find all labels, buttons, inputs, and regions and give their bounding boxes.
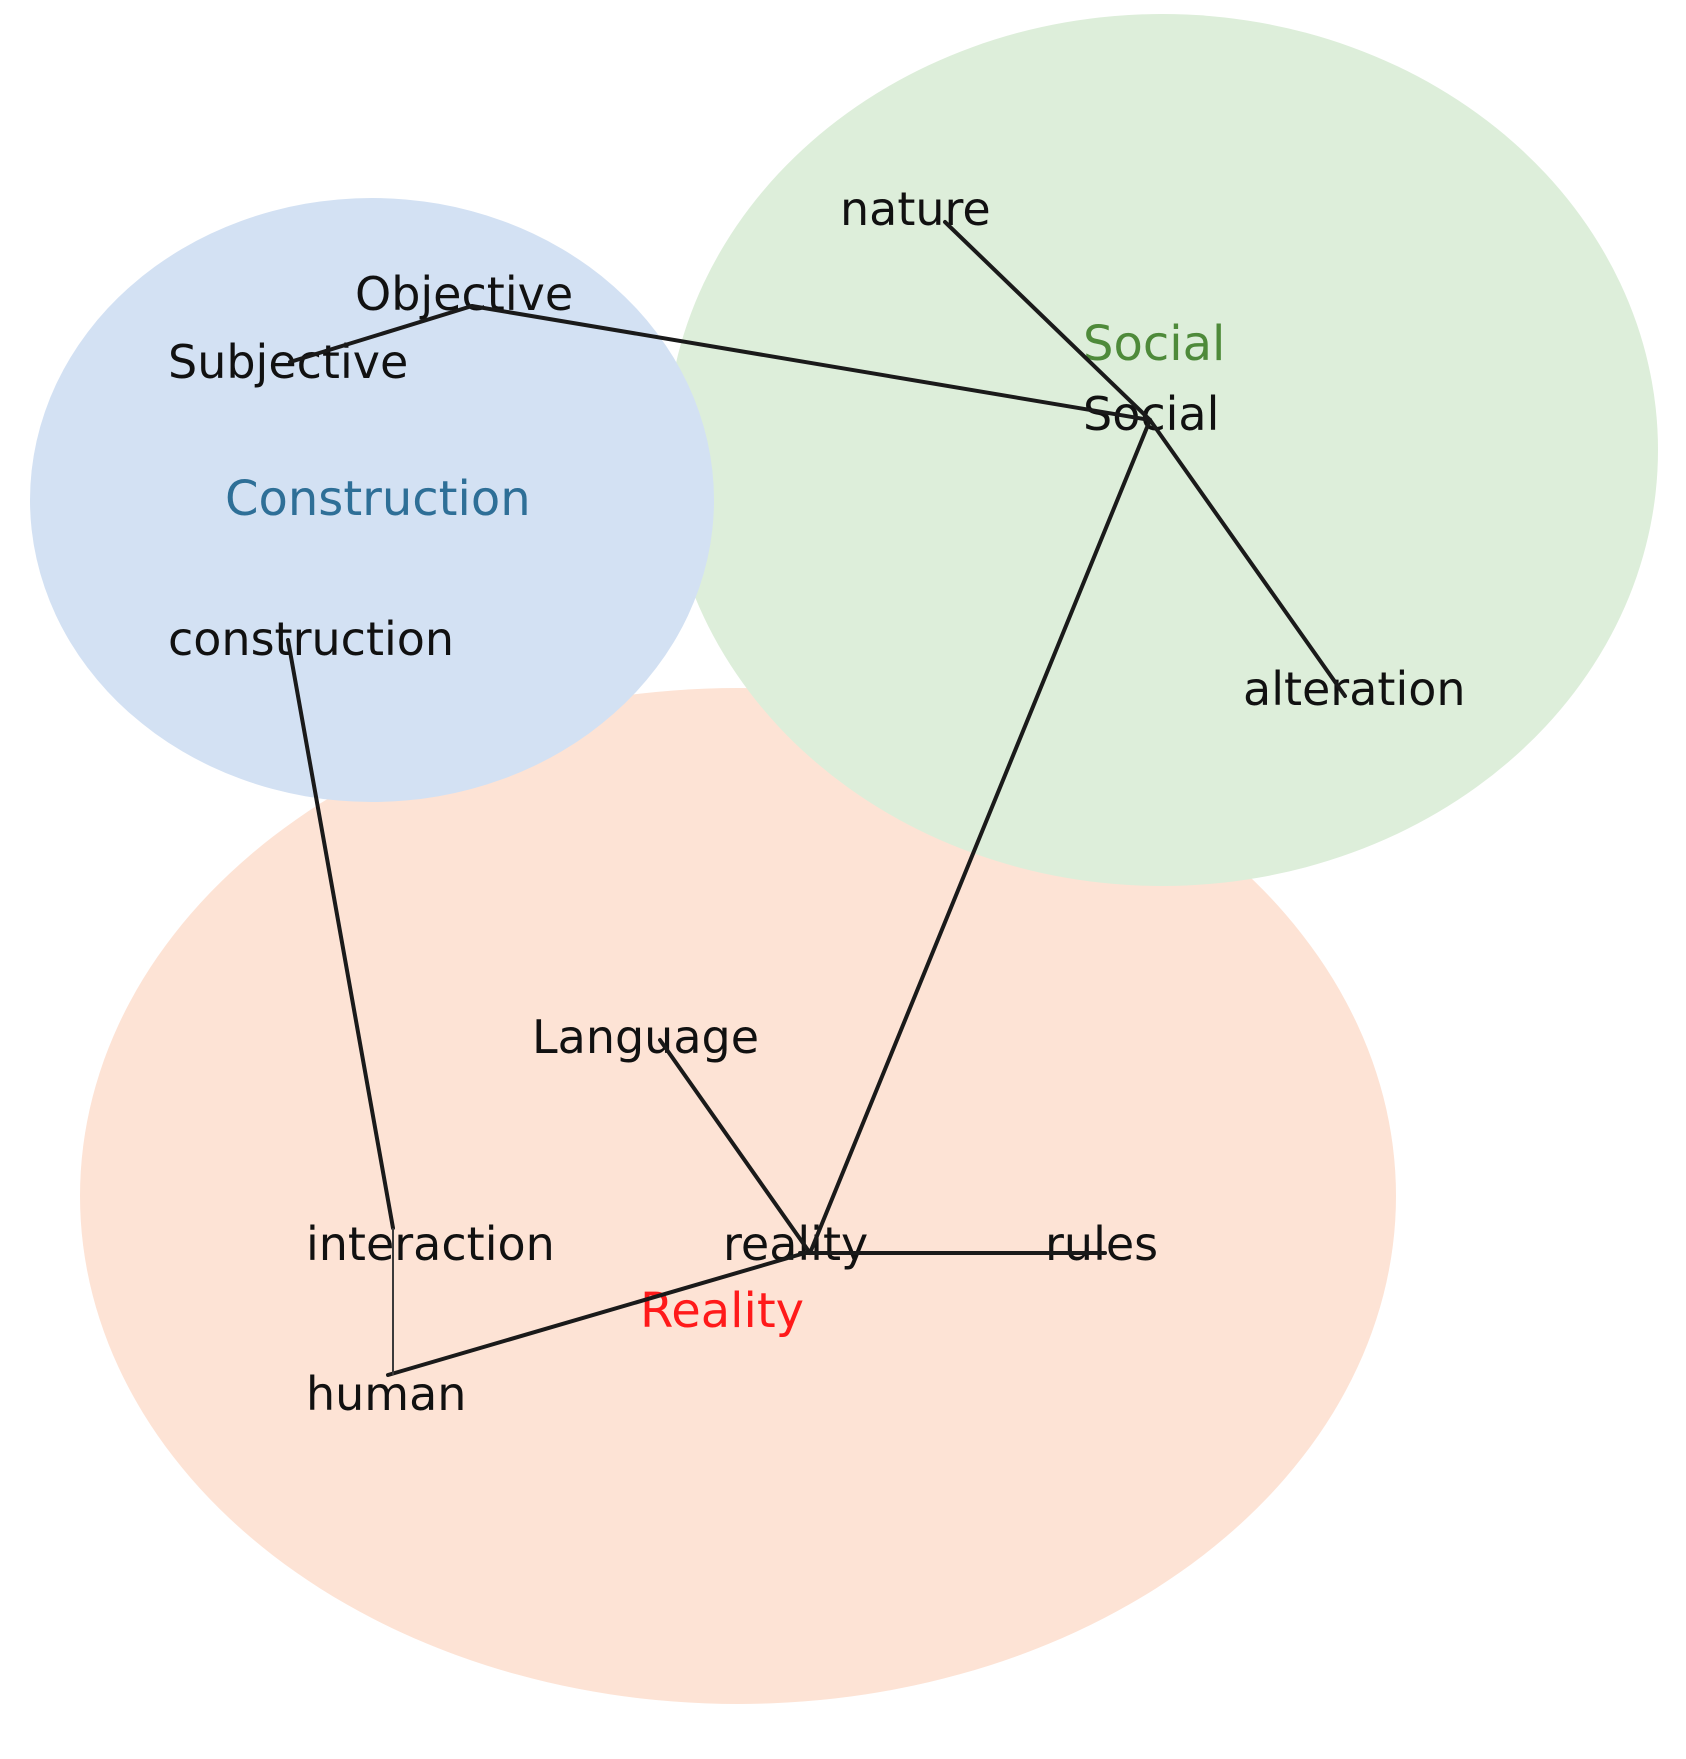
edge-social-alteration <box>1148 418 1347 698</box>
edge-language-reality <box>658 1038 812 1255</box>
edge-subjective-objective <box>288 304 474 364</box>
edge-reality-human <box>386 1251 807 1377</box>
edge-objective-social <box>470 304 1152 422</box>
word-objective: Objective <box>355 267 573 321</box>
edge-social-reality <box>808 418 1152 1255</box>
construction-circle <box>30 198 714 802</box>
edge-construction-interaction <box>286 638 395 1230</box>
reality-circle <box>80 688 1396 1704</box>
reality-circle-label: Reality <box>640 1283 804 1339</box>
word-alteration: alteration <box>1243 662 1466 716</box>
word-nature: nature <box>840 182 991 236</box>
word-rules: rules <box>1045 1217 1158 1271</box>
word-interaction: interaction <box>306 1217 555 1271</box>
social-circle <box>666 14 1658 886</box>
construction-circle-label: Construction <box>225 471 531 527</box>
word-language: Language <box>532 1010 759 1064</box>
edge-nature-social <box>943 220 1152 422</box>
social-circle-label: Social <box>1083 316 1225 372</box>
word-construction: construction <box>168 612 454 666</box>
word-reality: reality <box>723 1217 868 1271</box>
word-human: human <box>306 1367 466 1421</box>
